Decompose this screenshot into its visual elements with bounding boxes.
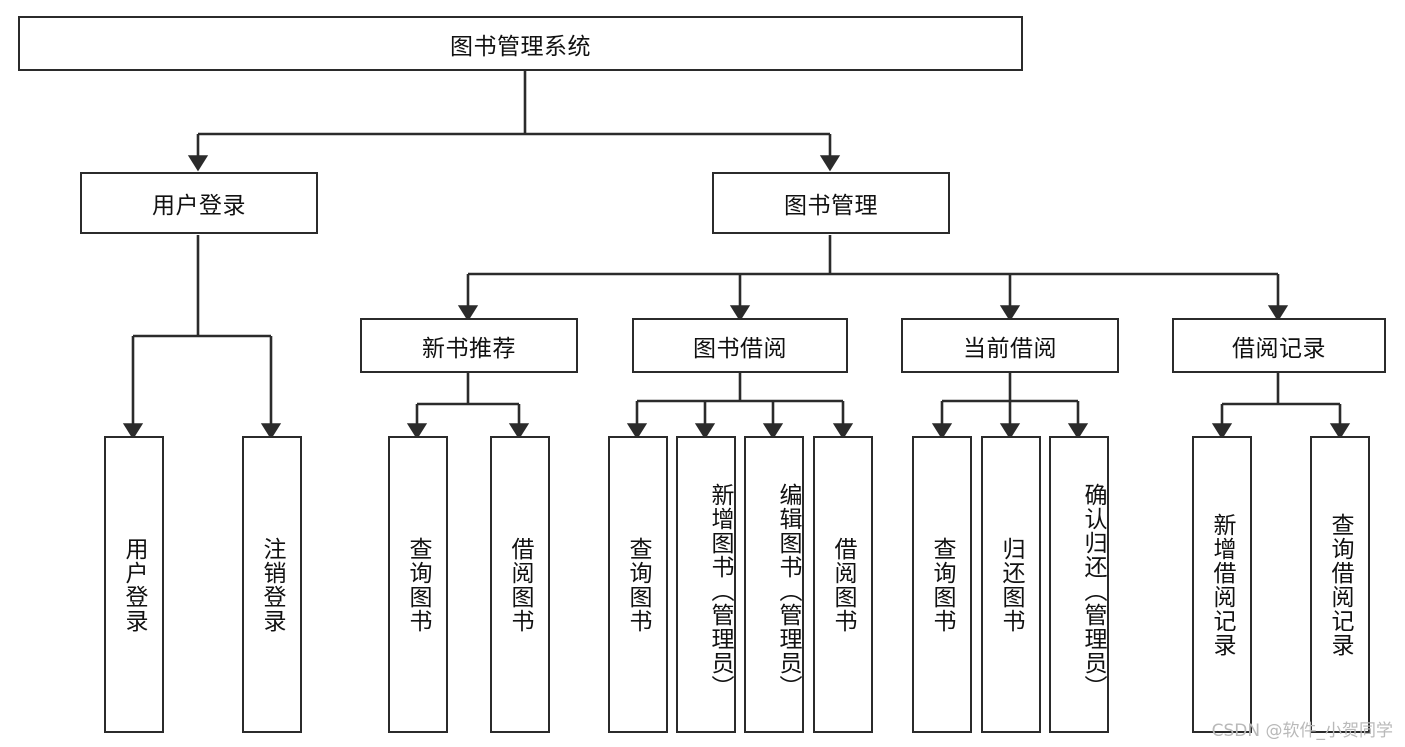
leaf-edit-book-admin[interactable]: 编辑图书（管理员） <box>744 436 804 733</box>
node-label: 借阅图书 <box>830 536 857 633</box>
node-label: 图书借阅 <box>693 335 787 362</box>
node-label: 图书管理系统 <box>450 33 591 60</box>
leaf-query-book-current[interactable]: 查询图书 <box>912 436 972 733</box>
node-label: 编辑图书（管理员） <box>775 482 801 699</box>
leaf-query-book-borrow[interactable]: 查询图书 <box>608 436 668 733</box>
node-label: 注销登录 <box>259 536 286 633</box>
node-book-management[interactable]: 图书管理 <box>712 172 950 234</box>
node-label: 用户登录 <box>152 193 246 219</box>
node-label: 新增图书（管理员） <box>707 482 733 699</box>
node-new-book-recommend[interactable]: 新书推荐 <box>360 318 578 373</box>
node-label: 查询图书 <box>929 536 956 633</box>
node-user-login[interactable]: 用户登录 <box>80 172 318 234</box>
node-label: 查询借阅记录 <box>1327 512 1354 657</box>
node-label: 新增借阅记录 <box>1209 512 1236 657</box>
leaf-add-borrow-record[interactable]: 新增借阅记录 <box>1192 436 1252 733</box>
leaf-add-book-admin[interactable]: 新增图书（管理员） <box>676 436 736 733</box>
node-label: 用户登录 <box>121 536 148 633</box>
leaf-borrow-book-new[interactable]: 借阅图书 <box>490 436 550 733</box>
leaf-query-borrow-record[interactable]: 查询借阅记录 <box>1310 436 1370 733</box>
node-book-borrow[interactable]: 图书借阅 <box>632 318 848 373</box>
node-label: 借阅图书 <box>507 536 534 633</box>
node-label: 确认归还（管理员） <box>1080 482 1106 699</box>
node-label: 查询图书 <box>405 536 432 633</box>
node-current-borrow[interactable]: 当前借阅 <box>901 318 1119 373</box>
node-label: 图书管理 <box>784 193 878 219</box>
node-label: 新书推荐 <box>422 335 516 362</box>
node-label: 查询图书 <box>625 536 652 633</box>
node-label: 当前借阅 <box>963 335 1057 362</box>
watermark-csdn: CSDN @软件_小贺同学 <box>1211 721 1393 741</box>
leaf-confirm-return-admin[interactable]: 确认归还（管理员） <box>1049 436 1109 733</box>
node-borrow-record[interactable]: 借阅记录 <box>1172 318 1386 373</box>
leaf-return-book[interactable]: 归还图书 <box>981 436 1041 733</box>
node-label: 归还图书 <box>998 536 1025 633</box>
leaf-borrow-book[interactable]: 借阅图书 <box>813 436 873 733</box>
leaf-logout[interactable]: 注销登录 <box>242 436 302 733</box>
leaf-user-login[interactable]: 用户登录 <box>104 436 164 733</box>
node-label: 借阅记录 <box>1232 335 1326 362</box>
node-root-book-management-system[interactable]: 图书管理系统 <box>18 16 1023 71</box>
leaf-query-book-new[interactable]: 查询图书 <box>388 436 448 733</box>
